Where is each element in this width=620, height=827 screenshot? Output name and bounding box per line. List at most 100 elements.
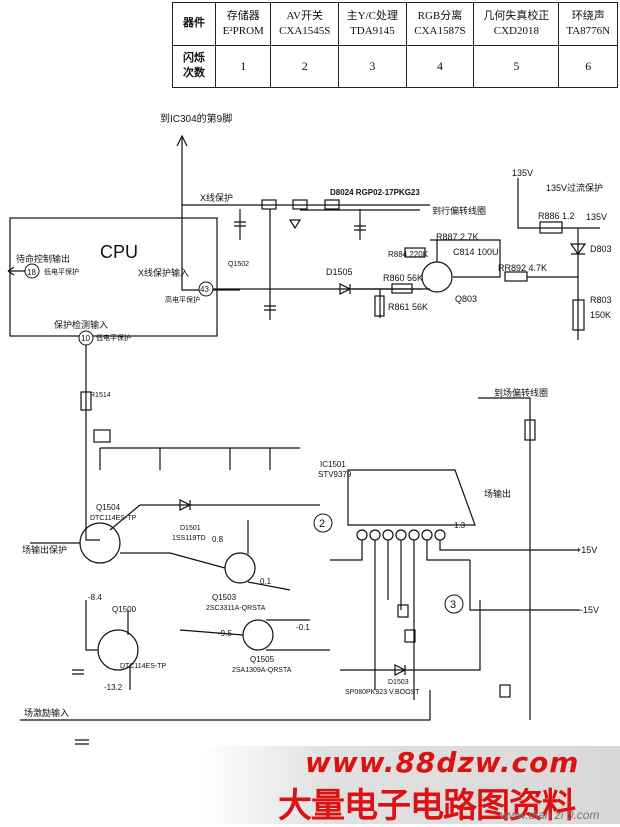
label-r803-value: 150K	[590, 310, 611, 320]
count-label-line1: 闪烁	[183, 52, 205, 65]
wire-protect	[239, 209, 361, 320]
voltage-0.1: 0.1	[260, 577, 272, 586]
resistor-r825	[261, 199, 277, 210]
label-x-prot: X线保护	[200, 192, 233, 203]
pin18-circle	[24, 263, 40, 279]
resistor-r827	[324, 199, 340, 210]
label-low-level-1: 低电平保护	[44, 267, 79, 276]
label-r860: R860 56K	[383, 273, 423, 283]
label-q1500: Q1500	[112, 605, 137, 614]
voltage-minus13.2: -13.2	[104, 683, 123, 692]
watermark-band	[200, 746, 620, 824]
resistor-r861	[374, 295, 385, 317]
pin18-label: 18	[27, 268, 36, 277]
wire-q1503	[169, 520, 291, 591]
voltage-minus9.5: -9.5	[218, 629, 232, 638]
cpu-label: CPU	[100, 242, 138, 262]
count-label-line2: 次数	[183, 67, 205, 80]
pin10-circle	[78, 330, 94, 346]
watermark-small: www.dian zi 0.com	[500, 808, 600, 822]
transistor-q1505	[242, 619, 274, 651]
label-5v-box	[93, 429, 111, 443]
label-135v-1: 135V	[512, 168, 533, 178]
arrow-up-icon	[176, 134, 188, 147]
circle3-marker	[444, 594, 464, 614]
voltage-minus8.4: -8.4	[88, 593, 102, 602]
label-prot-detect: 保护检测输入	[54, 319, 108, 330]
resistor-r886	[539, 221, 563, 234]
label-135v-prot: 135V过流保护	[546, 182, 603, 193]
wire-vyoke	[478, 397, 531, 720]
pin43-circle	[198, 281, 214, 297]
wire-d1503	[340, 600, 481, 671]
wire-v-drive	[20, 690, 431, 721]
label-r886: R886 1.2	[538, 211, 575, 221]
wire-q1500	[85, 600, 131, 690]
label-d1501-type: 1SS119TD	[172, 535, 206, 542]
blink-count: 1	[214, 44, 272, 88]
label-stv9379: STV9379	[318, 470, 352, 479]
resistor-r803	[572, 299, 585, 331]
label-rr892: RR892 4.7K	[498, 263, 547, 273]
diode-d1501-icon	[179, 499, 192, 511]
fuse-icon	[404, 629, 416, 643]
label-low-level-2: 低电平保护	[96, 333, 131, 342]
label-q1503: Q1503	[212, 593, 237, 602]
table-count-row: 闪烁次数 1 2 3 4 5 6	[172, 44, 618, 88]
ic1501-outline	[347, 469, 476, 526]
wire-q803	[352, 239, 501, 318]
label-v-out: 场输出	[484, 488, 511, 499]
label-to-ic304: 到IC304的第9脚	[160, 112, 232, 125]
label-to-vyoke: 到场偏转线圈	[494, 387, 548, 398]
circle2-marker	[313, 513, 333, 533]
label-x-prot-in: X线保护输入	[138, 267, 189, 278]
wire-135v	[517, 178, 600, 229]
device-name: RGB分离	[417, 9, 463, 22]
device-part: E²PROM	[222, 24, 264, 37]
label-minus15: -15V	[580, 605, 599, 615]
blink-count: 4	[405, 44, 475, 88]
wire-to-ic304	[181, 138, 240, 291]
label-q1500-type: DTC114ES-TP	[120, 663, 166, 670]
device-name: 几何失真校正	[483, 9, 550, 22]
table-device-cell: 存储器 E²PROM	[214, 2, 272, 46]
label-r861: R861 56K	[388, 302, 428, 312]
label-r803: R803	[590, 295, 612, 305]
label-plus15: +15V	[576, 545, 597, 555]
label-v-drive-in: 场激励输入	[24, 707, 69, 718]
arrow-left-icon	[7, 266, 15, 276]
resistor-r884	[404, 247, 426, 258]
label-d1501: D1501	[180, 525, 201, 532]
cpu-box	[9, 217, 218, 337]
label-d1505: D1505	[326, 267, 353, 277]
ic-pin-circles	[356, 529, 446, 541]
transistor-q803	[421, 261, 453, 293]
fuse-icon	[397, 604, 409, 618]
label-q1502: Q1502	[228, 261, 249, 268]
device-name: 存储器	[226, 9, 260, 22]
diode-d803-icon	[569, 243, 587, 256]
watermark-url: www.88dzw.com	[305, 746, 580, 779]
voltage-minus0.1: -0.1	[296, 623, 310, 632]
wire-ic-outputs	[330, 540, 580, 700]
blink-count: 6	[558, 44, 618, 88]
pin43-label: 43	[200, 285, 209, 294]
wire-supply-rail	[99, 447, 300, 470]
label-ic1501: IC1501	[320, 460, 346, 469]
coil-l1502	[524, 419, 536, 441]
fuse-icon	[499, 684, 511, 698]
resistor-rr892	[504, 271, 528, 282]
transistor-q1503	[224, 552, 256, 584]
resistor-r860	[391, 283, 413, 294]
watermark-cn: 大量电子电路图资料	[278, 786, 576, 826]
resistor-r826	[292, 199, 308, 210]
resistor-r1514	[80, 391, 92, 411]
diode-d1505-icon	[339, 283, 352, 295]
label-to-flyback: 到行偏转线圈	[432, 205, 486, 216]
device-part: TA8776N	[566, 24, 611, 37]
transistor-q1504	[79, 522, 121, 564]
